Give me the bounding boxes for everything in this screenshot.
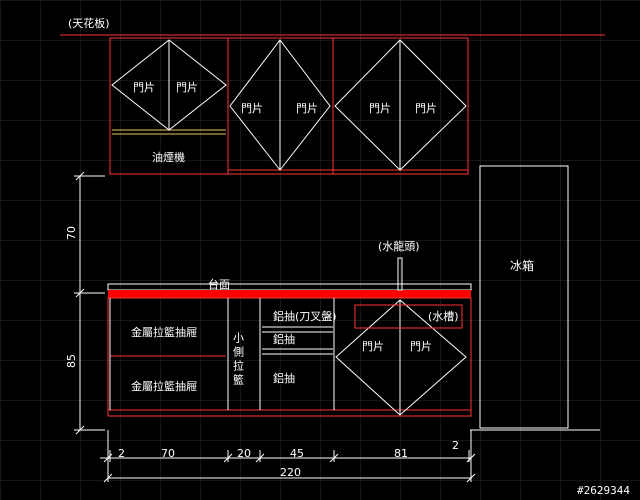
door-label: 門片 [296,102,318,115]
door-label: 門片 [369,102,391,115]
fridge-label: 冰箱 [510,258,534,273]
sink-label: (水槽) [428,310,459,323]
width-dim: 70 [161,447,175,460]
upper-door-diamonds [111,39,467,171]
wire-basket-drawer-label: 金屬拉籃抽屜 [131,379,197,393]
height-dim-upper: 70 [65,226,78,240]
small-side-pullout-label: 小側拉籃 [232,332,245,388]
base-dividers [109,298,467,416]
countertop [108,290,471,298]
watermark: #2629344 [577,484,630,497]
countertop-label: 台面 [208,277,230,291]
width-dim: 2 [452,439,459,452]
total-width-dim: 220 [280,466,301,479]
base-cabinets [107,297,472,417]
door-label: 門片 [133,81,155,94]
fridge [479,165,569,429]
width-dim: 81 [394,447,408,460]
horizontal-dimensions [100,430,476,483]
door-label: 門片 [362,340,384,353]
door-label: 門片 [176,81,198,94]
wire-basket-drawer-label: 金屬拉籃抽屜 [131,325,197,339]
aluminum-drawer-label: 鋁抽 [273,371,295,385]
faucet-label: (水龍頭) [378,239,420,253]
aluminum-drawer-label: 鋁抽 [273,332,295,346]
width-dim: 2 [118,447,125,460]
height-dim-lower: 85 [65,354,78,368]
door-label: 門片 [241,102,263,115]
door-label: 門片 [415,102,437,115]
ceiling-label: (天花板) [68,16,110,30]
width-dim: 45 [290,447,304,460]
vertical-dimension [74,171,105,435]
range-hood-label: 油煙機 [152,150,185,164]
upper-cabinets [109,37,469,175]
faucet-icon [397,257,403,291]
sink-outline [354,304,463,329]
width-dim: 20 [237,447,251,460]
aluminum-drawer-cutlery-label: 鋁抽(刀叉盤) [273,309,337,323]
door-label: 門片 [410,340,432,353]
